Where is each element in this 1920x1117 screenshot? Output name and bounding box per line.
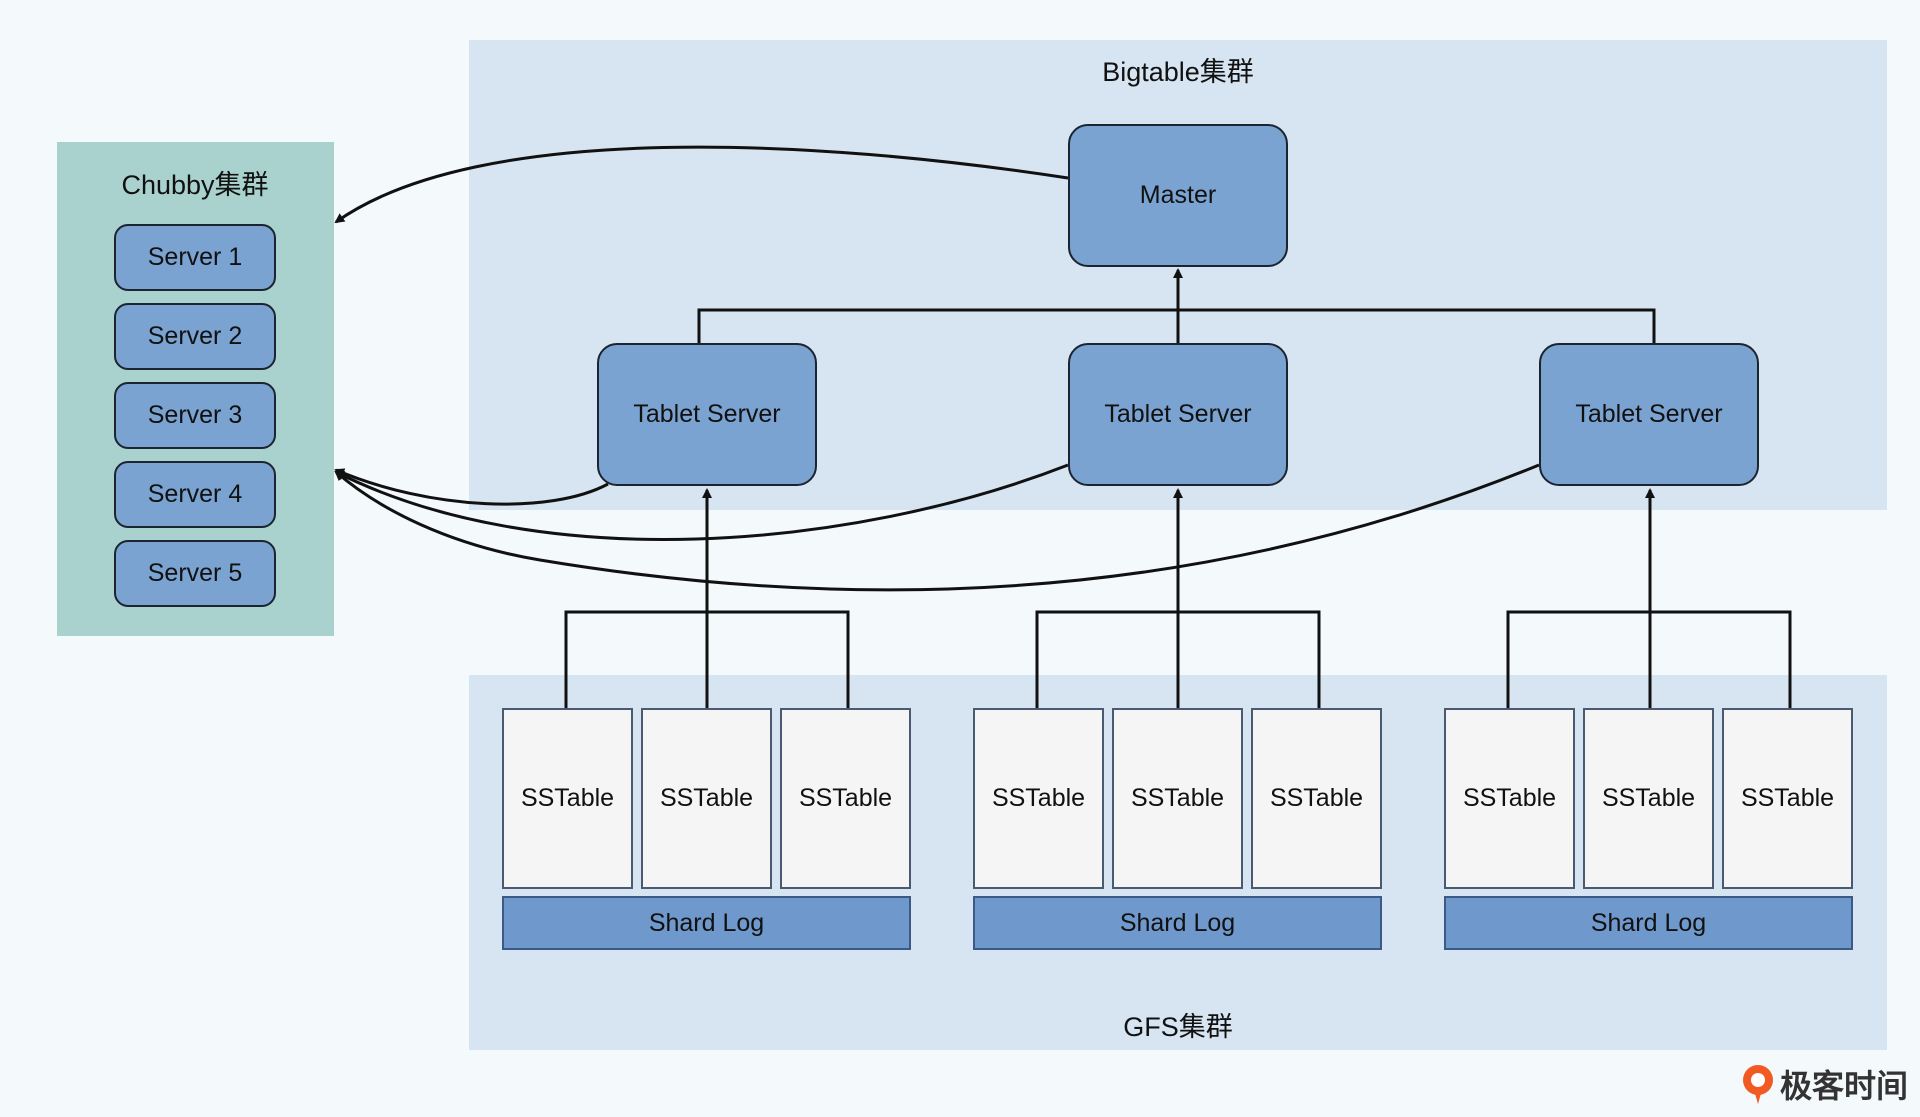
chubby-server-5: Server 5: [114, 540, 276, 607]
sstable: SSTable: [1251, 708, 1382, 889]
bigtable-cluster-label: Bigtable集群: [1102, 57, 1254, 87]
tablet1-to-chubby-curve: [334, 468, 609, 506]
master-to-chubby-curve: [334, 145, 1069, 224]
chubby-server-3: Server 3: [114, 382, 276, 449]
tablet-server-2: Tablet Server: [1068, 343, 1288, 486]
chubby-cluster-label: Chubby集群: [121, 170, 269, 200]
shard-log: Shard Log: [1444, 896, 1853, 950]
sstable: SSTable: [1583, 708, 1714, 889]
geektime-logo-text: 极客时间: [1779, 1068, 1908, 1104]
gfs-cluster-label: GFS集群: [1123, 1012, 1233, 1042]
shard-log: Shard Log: [973, 896, 1382, 950]
shard-log: Shard Log: [502, 896, 911, 950]
geektime-logo: 极客时间: [1740, 1061, 1908, 1107]
sstable: SSTable: [1444, 708, 1575, 889]
tablet3-to-chubby-curve: [334, 463, 1540, 592]
chubby-server-1: Server 1: [114, 224, 276, 291]
tablet-server-3: Tablet Server: [1539, 343, 1759, 486]
chubby-server-2: Server 2: [114, 303, 276, 370]
chubby-server-4: Server 4: [114, 461, 276, 528]
tablet-server-1: Tablet Server: [597, 343, 817, 486]
master-node: Master: [1068, 124, 1288, 267]
sstable: SSTable: [502, 708, 633, 889]
sstable: SSTable: [1722, 708, 1853, 889]
sstable: SSTable: [1112, 708, 1243, 889]
sstable: SSTable: [780, 708, 911, 889]
sstable: SSTable: [973, 708, 1104, 889]
sstable: SSTable: [641, 708, 772, 889]
tablet2-to-chubby-curve: [334, 463, 1069, 541]
geektime-logo-icon: [1742, 1065, 1773, 1104]
